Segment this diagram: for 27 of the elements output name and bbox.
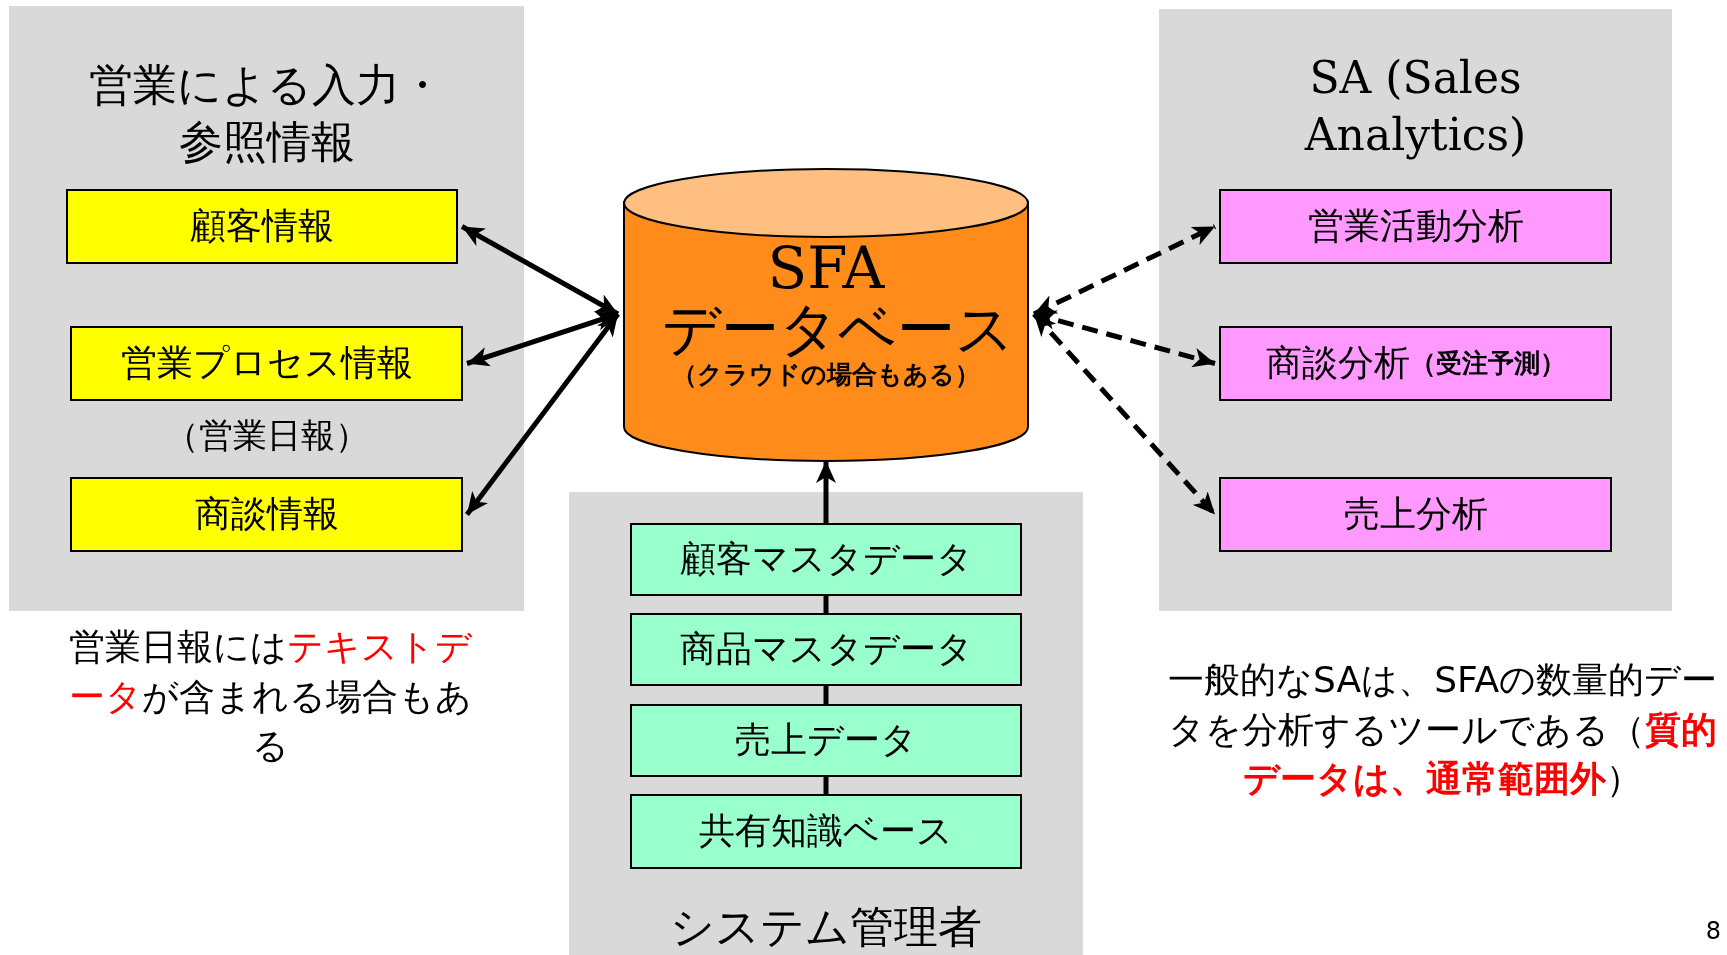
data-box: 顧客マスタデータ xyxy=(630,523,1022,596)
arrow xyxy=(1032,312,1217,517)
page-number: 8 xyxy=(1704,916,1723,947)
arrow xyxy=(816,461,836,523)
note-text: 営業日報にはテキストデータが含まれる場合もある xyxy=(67,625,473,769)
note-text: 一般的なSAは、SFAの数量的データを分析するツールである（質的データは、通常範囲外） xyxy=(1167,658,1718,802)
data-box: 営業活動分析 xyxy=(1219,189,1612,264)
panel-title: SA (Sales Analytics) xyxy=(1303,51,1528,163)
data-box: 売上データ xyxy=(630,704,1022,777)
panel-background xyxy=(9,6,524,611)
arrow xyxy=(1032,224,1217,317)
data-box: 顧客情報 xyxy=(66,189,458,264)
data-box: 商品マスタデータ xyxy=(630,613,1022,686)
database-note: （クラウドの場合もある） xyxy=(671,360,981,390)
analysis-box: 商談分析（受注予測） xyxy=(1219,326,1612,401)
data-box: 売上分析 xyxy=(1219,477,1612,552)
panel-title: システム管理者 xyxy=(669,899,983,954)
panel-background xyxy=(569,492,1083,955)
arrow xyxy=(465,312,620,516)
data-box: 共有知識ベース xyxy=(630,794,1022,869)
arrow xyxy=(466,311,619,367)
arrow xyxy=(1033,310,1216,368)
note-text: （営業日報） xyxy=(163,414,370,457)
database-title: SFA データベース xyxy=(661,238,1015,360)
data-box: 商談情報 xyxy=(70,477,463,552)
panel-background xyxy=(1159,9,1672,611)
panel-title: 営業による入力・参照情報 xyxy=(88,58,445,170)
